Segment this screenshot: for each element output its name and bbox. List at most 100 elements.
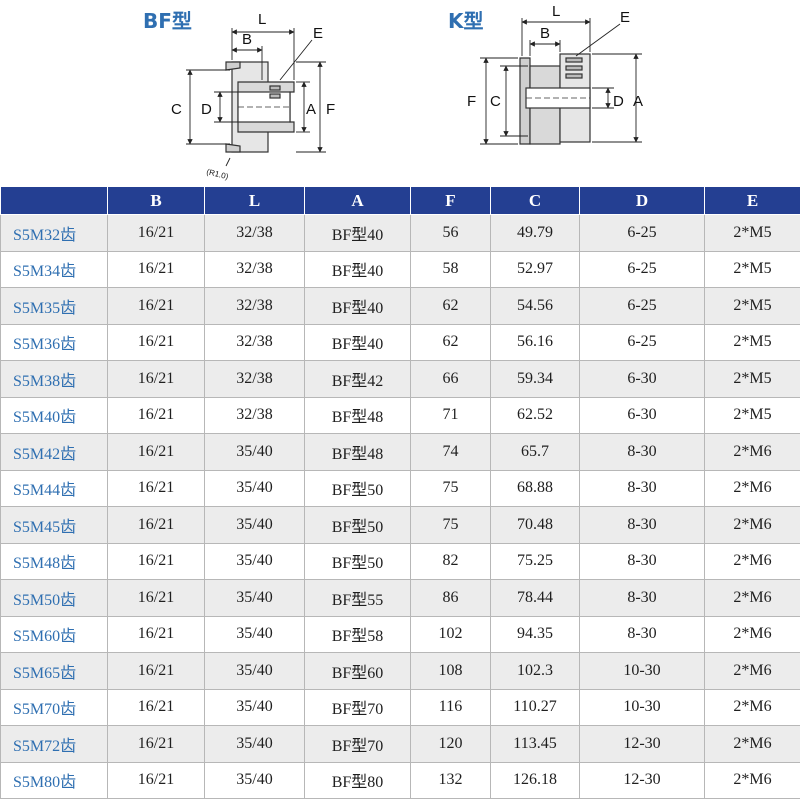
cell-e: 2*M6 bbox=[704, 761, 800, 799]
cell-model: S5M50齿 bbox=[0, 579, 108, 617]
cell-l: 35/40 bbox=[204, 542, 305, 580]
cell-l: 32/38 bbox=[204, 250, 305, 288]
cell-b: 16/21 bbox=[107, 579, 205, 617]
cell-l: 35/40 bbox=[204, 761, 305, 799]
cell-c: 68.88 bbox=[490, 469, 580, 507]
cell-b: 16/21 bbox=[107, 396, 205, 434]
cell-model: S5M65齿 bbox=[0, 652, 108, 690]
k-type-title: K型 bbox=[448, 9, 484, 33]
cell-model: S5M32齿 bbox=[0, 214, 108, 252]
cell-l: 35/40 bbox=[204, 652, 305, 690]
cell-e: 2*M5 bbox=[704, 360, 800, 398]
cell-l: 35/40 bbox=[204, 615, 305, 653]
cell-d: 6-25 bbox=[579, 287, 705, 325]
k-dimension-labels: L B E F C D A bbox=[467, 3, 643, 110]
k-label-f: F bbox=[467, 93, 476, 110]
cell-e: 2*M5 bbox=[704, 323, 800, 361]
cell-c: 126.18 bbox=[490, 761, 580, 799]
cell-f: 62 bbox=[410, 323, 491, 361]
cell-e: 2*M6 bbox=[704, 469, 800, 507]
cell-a: BF型50 bbox=[304, 542, 411, 580]
bf-label-radius: (R1.0) bbox=[206, 167, 230, 181]
header-f: F bbox=[410, 186, 491, 215]
cell-a: BF型58 bbox=[304, 615, 411, 653]
cell-c: 65.7 bbox=[490, 433, 580, 471]
header-model bbox=[0, 186, 108, 215]
cell-c: 94.35 bbox=[490, 615, 580, 653]
cell-e: 2*M5 bbox=[704, 287, 800, 325]
cell-c: 102.3 bbox=[490, 652, 580, 690]
cell-f: 74 bbox=[410, 433, 491, 471]
cell-d: 8-30 bbox=[579, 579, 705, 617]
cell-c: 56.16 bbox=[490, 323, 580, 361]
cell-e: 2*M6 bbox=[704, 542, 800, 580]
cell-d: 12-30 bbox=[579, 761, 705, 799]
cell-b: 16/21 bbox=[107, 615, 205, 653]
pulley-diagrams: BF型 bbox=[0, 0, 800, 186]
cell-l: 32/38 bbox=[204, 360, 305, 398]
cell-e: 2*M5 bbox=[704, 250, 800, 288]
cell-b: 16/21 bbox=[107, 360, 205, 398]
cell-e: 2*M5 bbox=[704, 214, 800, 252]
cell-d: 12-30 bbox=[579, 725, 705, 763]
cell-d: 8-30 bbox=[579, 433, 705, 471]
cell-b: 16/21 bbox=[107, 725, 205, 763]
cell-a: BF型50 bbox=[304, 469, 411, 507]
cell-l: 35/40 bbox=[204, 579, 305, 617]
cell-a: BF型40 bbox=[304, 214, 411, 252]
cell-c: 113.45 bbox=[490, 725, 580, 763]
cell-model: S5M34齿 bbox=[0, 250, 108, 288]
cell-l: 32/38 bbox=[204, 214, 305, 252]
k-label-b: B bbox=[540, 25, 550, 42]
cell-a: BF型48 bbox=[304, 433, 411, 471]
cell-c: 78.44 bbox=[490, 579, 580, 617]
k-pulley-drawing bbox=[519, 53, 591, 145]
cell-l: 35/40 bbox=[204, 506, 305, 544]
cell-c: 110.27 bbox=[490, 688, 580, 726]
cell-f: 66 bbox=[410, 360, 491, 398]
cell-e: 2*M6 bbox=[704, 725, 800, 763]
cell-d: 6-30 bbox=[579, 396, 705, 434]
cell-a: BF型80 bbox=[304, 761, 411, 799]
bf-type-title: BF型 bbox=[143, 9, 192, 33]
cell-c: 70.48 bbox=[490, 506, 580, 544]
cell-model: S5M60齿 bbox=[0, 615, 108, 653]
cell-b: 16/21 bbox=[107, 542, 205, 580]
cell-l: 35/40 bbox=[204, 433, 305, 471]
cell-model: S5M40齿 bbox=[0, 396, 108, 434]
bf-label-f: F bbox=[326, 101, 335, 118]
cell-a: BF型40 bbox=[304, 250, 411, 288]
k-type-diagram: K型 bbox=[448, 3, 643, 145]
cell-f: 102 bbox=[410, 615, 491, 653]
cell-b: 16/21 bbox=[107, 506, 205, 544]
cell-model: S5M35齿 bbox=[0, 287, 108, 325]
cell-model: S5M38齿 bbox=[0, 360, 108, 398]
cell-d: 8-30 bbox=[579, 615, 705, 653]
cell-f: 116 bbox=[410, 688, 491, 726]
cell-f: 56 bbox=[410, 214, 491, 252]
cell-model: S5M44齿 bbox=[0, 469, 108, 507]
cell-f: 86 bbox=[410, 579, 491, 617]
cell-l: 35/40 bbox=[204, 688, 305, 726]
cell-model: S5M72齿 bbox=[0, 725, 108, 763]
cell-f: 75 bbox=[410, 506, 491, 544]
cell-c: 62.52 bbox=[490, 396, 580, 434]
cell-l: 32/38 bbox=[204, 396, 305, 434]
cell-c: 49.79 bbox=[490, 214, 580, 252]
cell-l: 32/38 bbox=[204, 287, 305, 325]
cell-e: 2*M6 bbox=[704, 652, 800, 690]
cell-model: S5M80齿 bbox=[0, 761, 108, 799]
cell-a: BF型42 bbox=[304, 360, 411, 398]
header-e: E bbox=[704, 186, 800, 215]
cell-b: 16/21 bbox=[107, 688, 205, 726]
cell-model: S5M45齿 bbox=[0, 506, 108, 544]
cell-e: 2*M6 bbox=[704, 506, 800, 544]
